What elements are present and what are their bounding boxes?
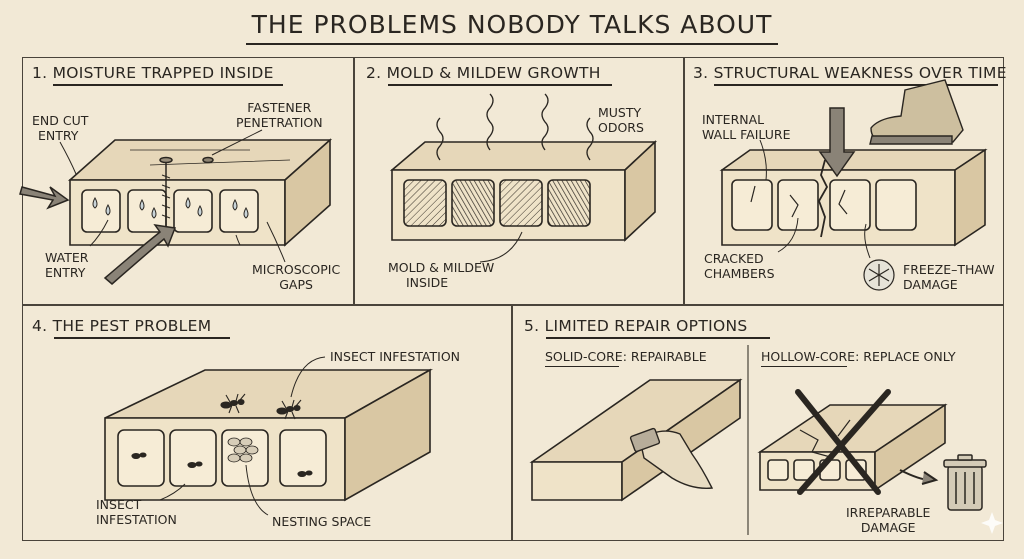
x-mark-icon [795,389,891,495]
label-insect-infestation-top: INSECT INFESTATION [330,349,461,364]
arrow-icon [818,107,856,178]
board-moisture [67,138,333,247]
board-mold [389,140,658,242]
label-solid-core: SOLID-CORE: REPAIRABLE [545,349,707,364]
callout-lines [59,129,286,263]
panel-repair [512,305,1004,541]
label-hollow-core: HOLLOW-CORE: REPLACE ONLY [761,349,956,364]
panel-mold [354,57,684,305]
sparkle-icon [981,512,1003,534]
arrow-icon [19,186,177,285]
snowflake-icon [863,259,895,291]
panel-title-underline [714,84,998,86]
panel-title-moisture: 1. MOISTURE TRAPPED INSIDE [32,64,274,82]
panel-title-underline [53,84,283,86]
panel-title-structural: 3. STRUCTURAL WEAKNESS OVER TIME [693,64,1007,82]
board-cracked [719,148,988,247]
boot-icon [869,79,964,145]
hollow-core-underline [761,366,847,367]
panel-structural [684,57,1004,305]
title-underline [246,43,778,45]
callout-line-mold [479,231,523,263]
panel-title-mold: 2. MOLD & MILDEW GROWTH [366,64,601,82]
panel-title-underline [54,337,230,339]
page-title: THE PROBLEMS NOBODY TALKS ABOUT [251,10,773,39]
label-nesting-space: NESTING SPACE [272,514,372,529]
panel-title-repair: 5. LIMITED REPAIR OPTIONS [524,317,748,335]
board-pests [104,368,434,502]
callout-lines [159,356,326,516]
arrow-icon [899,469,939,485]
panel-title-underline [388,84,612,86]
panel-moisture [22,57,354,305]
panel-title-underline [546,337,770,339]
callout-lines [759,139,871,259]
fastener-screw [159,156,214,228]
hand-icon [629,427,714,489]
ant-icon [131,393,313,478]
solid-core-underline [545,366,619,367]
water-drops [92,196,249,219]
panel-title-pests: 4. THE PEST PROBLEM [32,317,212,335]
panel-pests [22,305,512,541]
odor-waves [436,93,594,161]
trash-can-icon [943,454,987,511]
